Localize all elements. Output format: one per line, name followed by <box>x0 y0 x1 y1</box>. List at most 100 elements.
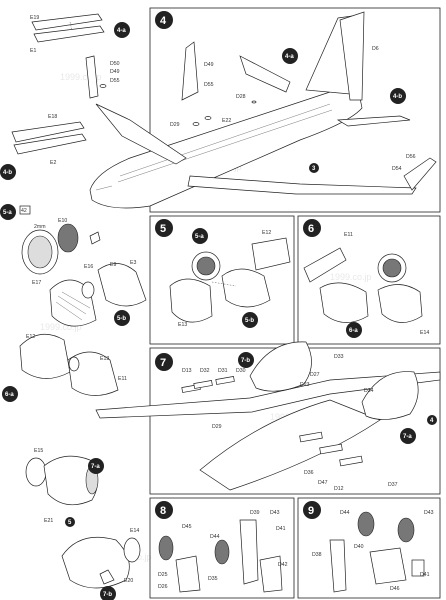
part-label-e13: E13 <box>178 322 187 328</box>
circle-3-label: 3 <box>312 166 316 172</box>
part-label-d47: D47 <box>318 480 328 486</box>
tag-4a-badge <box>282 48 298 64</box>
step-9-badge <box>303 501 321 519</box>
tail-half-lower <box>13 133 87 155</box>
tag-6a: 6-a <box>349 328 358 334</box>
watermark: 1999.co.jp <box>60 72 102 82</box>
callout-ref: 42 <box>21 208 27 214</box>
gear-door <box>411 559 425 577</box>
small-part <box>192 122 200 126</box>
small-part <box>99 84 107 88</box>
part-label-d44: D44 <box>340 510 350 516</box>
part-label-d34: D34 <box>364 388 374 394</box>
tag-6a: 6-a <box>5 392 14 398</box>
nacelle-ring <box>25 457 47 487</box>
tag-5b-badge <box>242 312 258 328</box>
part-label-e13: E13 <box>100 356 109 362</box>
part-label-e3: E3 <box>130 260 136 266</box>
part-label-d39: D39 <box>250 510 260 516</box>
watermark: 1999.co.jp <box>330 272 372 282</box>
part-label-d45: D45 <box>182 524 192 530</box>
small-part <box>251 100 257 104</box>
tail-half-upper <box>11 121 85 143</box>
step-6-badge <box>303 219 321 237</box>
part-label-d26: D26 <box>158 584 168 590</box>
engine-half-right <box>97 263 147 307</box>
part-label-d6: D6 <box>372 46 379 52</box>
tag-7a: 7-a <box>91 464 100 470</box>
wheel <box>397 517 415 543</box>
tag-4b: 4-b <box>3 170 12 176</box>
step-6-frame <box>297 215 441 345</box>
part-label-d35: D35 <box>208 576 218 582</box>
tag-7b: 7-b <box>241 358 250 364</box>
part-label-d31: D31 <box>218 368 228 374</box>
part-label-e21: E21 <box>44 518 53 524</box>
circle-3 <box>309 163 319 173</box>
engine-left <box>249 341 312 392</box>
part-label-d50: D50 <box>110 61 120 67</box>
subassembly-7a-left: E15 E21 7-a 5 <box>25 448 104 527</box>
step-5-badge <box>155 219 173 237</box>
tag-5b-badge <box>114 310 130 326</box>
circle-5-label: 5 <box>68 520 72 526</box>
fan-disc <box>57 223 79 253</box>
panel <box>299 431 323 443</box>
engine7b-body <box>61 536 130 589</box>
wing-right <box>187 175 417 195</box>
engine-detail <box>55 291 91 321</box>
tag-4b-badge <box>0 164 16 180</box>
cockpit-line <box>95 185 113 191</box>
rudder-d49 <box>181 41 199 101</box>
step-8-number: 8 <box>160 505 166 517</box>
part-label-e22: E22 <box>222 118 231 124</box>
engine-intake-inner <box>27 235 53 269</box>
fin-part-d6 <box>339 11 365 101</box>
guide-line <box>69 21 73 31</box>
tag-5a: 5-a <box>195 234 204 240</box>
part-label-e10: E10 <box>58 218 67 224</box>
engine-rear <box>221 268 271 308</box>
stabilizer-upper-half <box>31 13 103 31</box>
tag-7b-badge <box>100 586 116 600</box>
engine-right <box>361 371 419 420</box>
part-label-d55: D55 <box>110 78 120 84</box>
part-label-d33: D33 <box>334 354 344 360</box>
tag-5a-badge <box>192 228 208 244</box>
step-4-badge <box>155 11 173 29</box>
step-8-drawing: D45 D44 D43 D41 D39 D25 D26 D42 D35 <box>158 510 288 593</box>
part-label-d41: D41 <box>276 526 286 532</box>
part-label-e16: E16 <box>84 264 93 270</box>
engine6-half-b <box>67 351 119 396</box>
step-5-drawing: E12 E13 5-a 5-b <box>169 228 291 328</box>
guide-line <box>211 281 237 287</box>
part-label-d32: D32 <box>200 368 210 374</box>
panel <box>339 455 363 467</box>
step-8-frame <box>149 497 295 599</box>
tag-7a-badge <box>88 458 104 474</box>
tag-5a: 5-a <box>3 210 12 216</box>
engine6-cone <box>68 356 80 372</box>
part-label-d13: D13 <box>182 368 192 374</box>
tag-7a-badge <box>400 428 416 444</box>
subassembly-4a: E19 E1 4-a <box>30 13 130 54</box>
part-label-d49: D49 <box>110 69 120 75</box>
step-5-frame <box>149 215 295 345</box>
wheel <box>214 539 230 565</box>
circle-4 <box>427 415 437 425</box>
tag-4b-badge <box>390 88 406 104</box>
gear-door <box>259 555 283 593</box>
part-label-d41: D41 <box>420 572 430 578</box>
callout-mm: 2mm <box>34 224 46 230</box>
tag-7b: 7-b <box>103 592 112 598</box>
step-8-badge <box>155 501 173 519</box>
tag-4a: 4-a <box>285 54 294 60</box>
window-line <box>117 109 333 183</box>
part-label-d44: D44 <box>210 534 220 540</box>
tag-4b: 4-b <box>393 94 402 100</box>
pylon <box>303 247 347 283</box>
panel <box>193 380 213 389</box>
tag-6a-badge <box>2 386 18 402</box>
watermark: 1999.co.jp <box>40 322 82 332</box>
step-7-drawing: D13 D32 D31 D30 D33 D23 D27 D29 D36 D47 … <box>95 341 441 492</box>
